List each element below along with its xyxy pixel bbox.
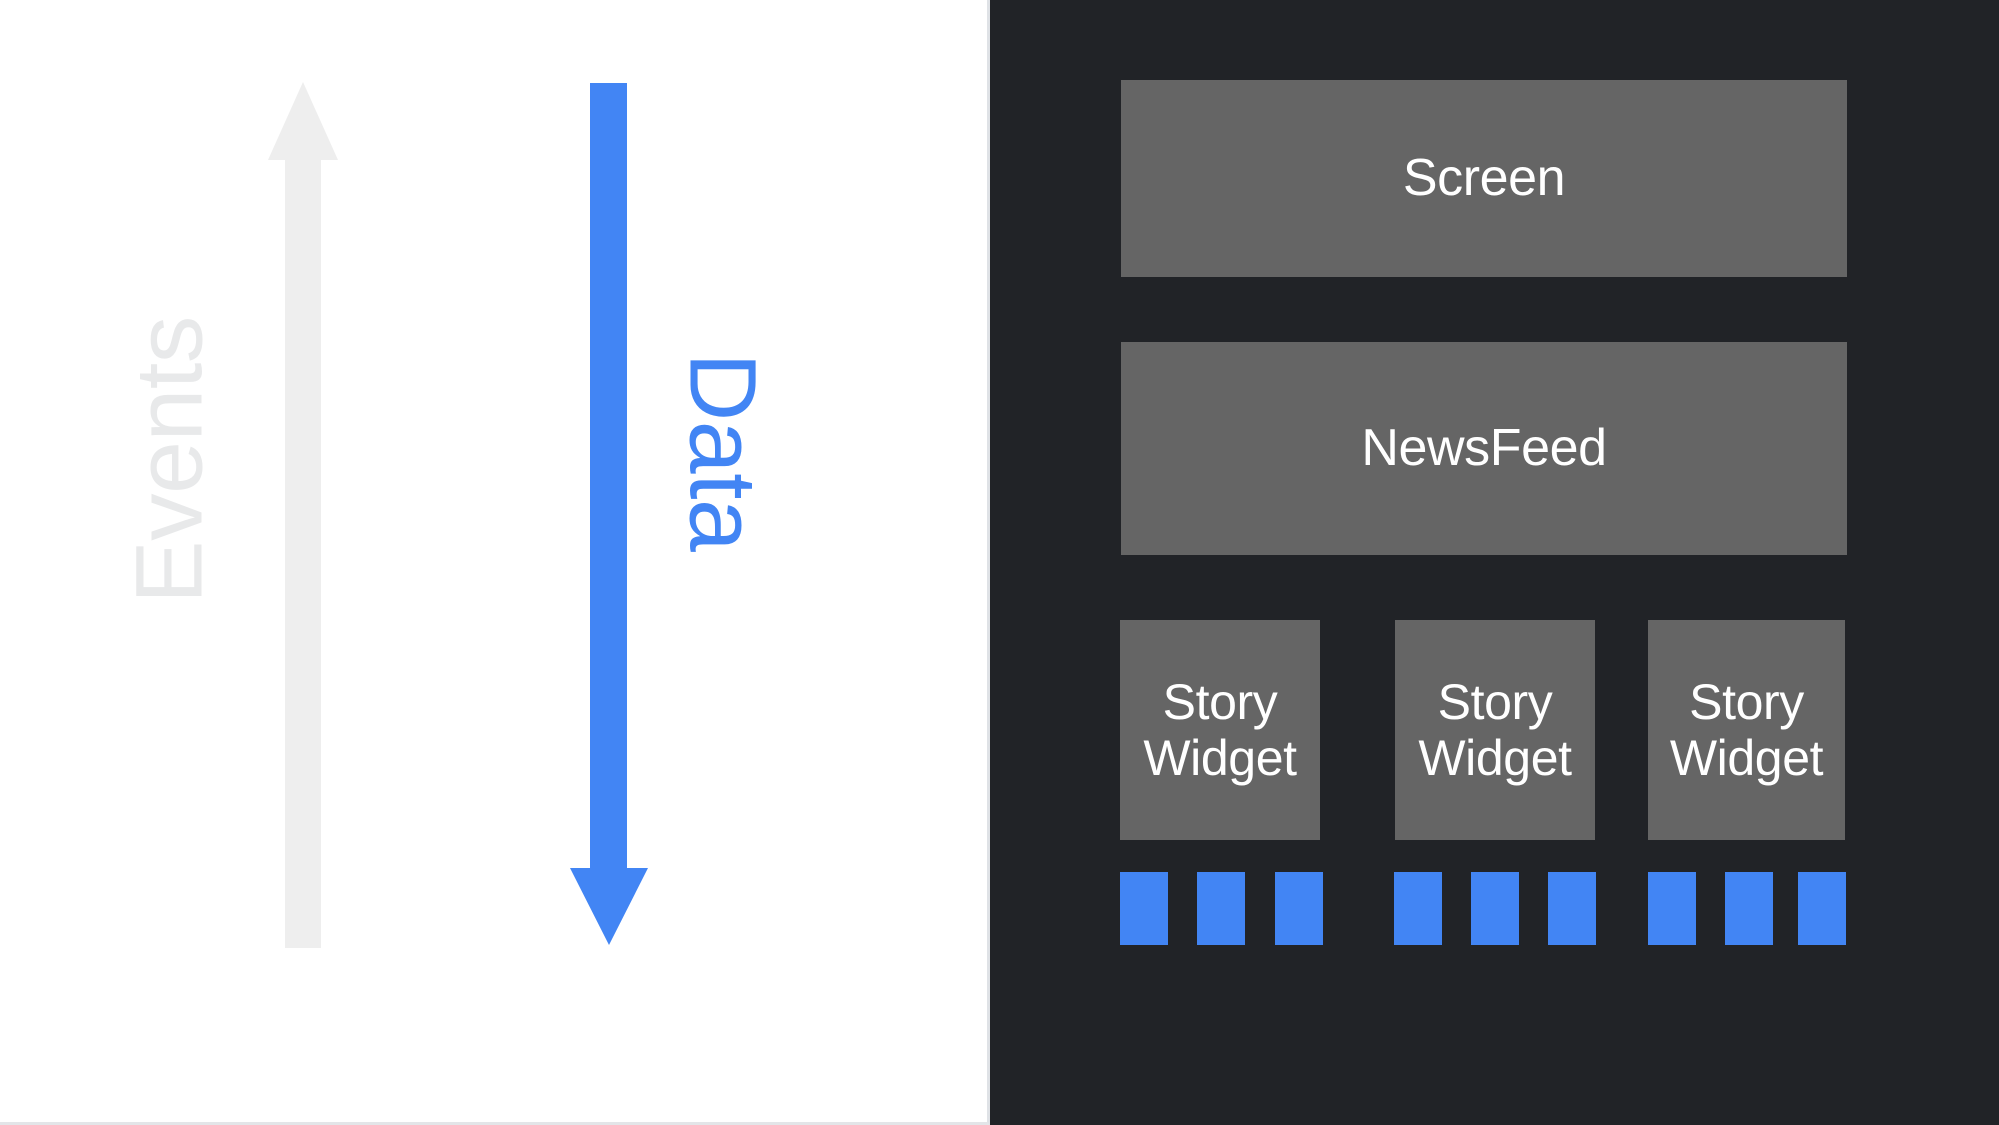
node-story-widget-3[interactable]: Story Widget <box>1648 620 1845 840</box>
story-widget-3-line1: Story <box>1689 674 1804 730</box>
leaf-1-1[interactable] <box>1120 872 1168 945</box>
leaf-1-3[interactable] <box>1275 872 1323 945</box>
leaf-2-3[interactable] <box>1548 872 1596 945</box>
story-widget-2-line1: Story <box>1437 674 1553 730</box>
flow-axis-panel: Events Data <box>0 0 990 1125</box>
node-newsfeed[interactable]: NewsFeed <box>1121 342 1847 555</box>
events-axis-label: Events <box>116 316 223 604</box>
story-widget-1-line1: Story <box>1162 674 1278 730</box>
story-widget-1-line2: Widget <box>1143 730 1297 786</box>
data-arrow-down-icon <box>570 83 648 945</box>
data-axis-label: Data <box>669 352 776 552</box>
node-screen[interactable]: Screen <box>1121 80 1847 277</box>
events-arrow-up-icon <box>268 82 338 948</box>
leaf-1-2[interactable] <box>1197 872 1245 945</box>
node-story-widget-1[interactable]: Story Widget <box>1120 620 1320 840</box>
node-story-widget-2[interactable]: Story Widget <box>1395 620 1595 840</box>
leaf-3-3[interactable] <box>1798 872 1846 945</box>
leaf-3-1[interactable] <box>1648 872 1696 945</box>
widget-tree-panel: Screen NewsFeed Story Widget Story Widge… <box>990 0 1999 1125</box>
leaf-3-2[interactable] <box>1725 872 1773 945</box>
leaf-2-2[interactable] <box>1471 872 1519 945</box>
leaf-2-1[interactable] <box>1394 872 1442 945</box>
story-widget-3-line2: Widget <box>1669 730 1824 786</box>
story-widget-2-line2: Widget <box>1418 730 1572 786</box>
